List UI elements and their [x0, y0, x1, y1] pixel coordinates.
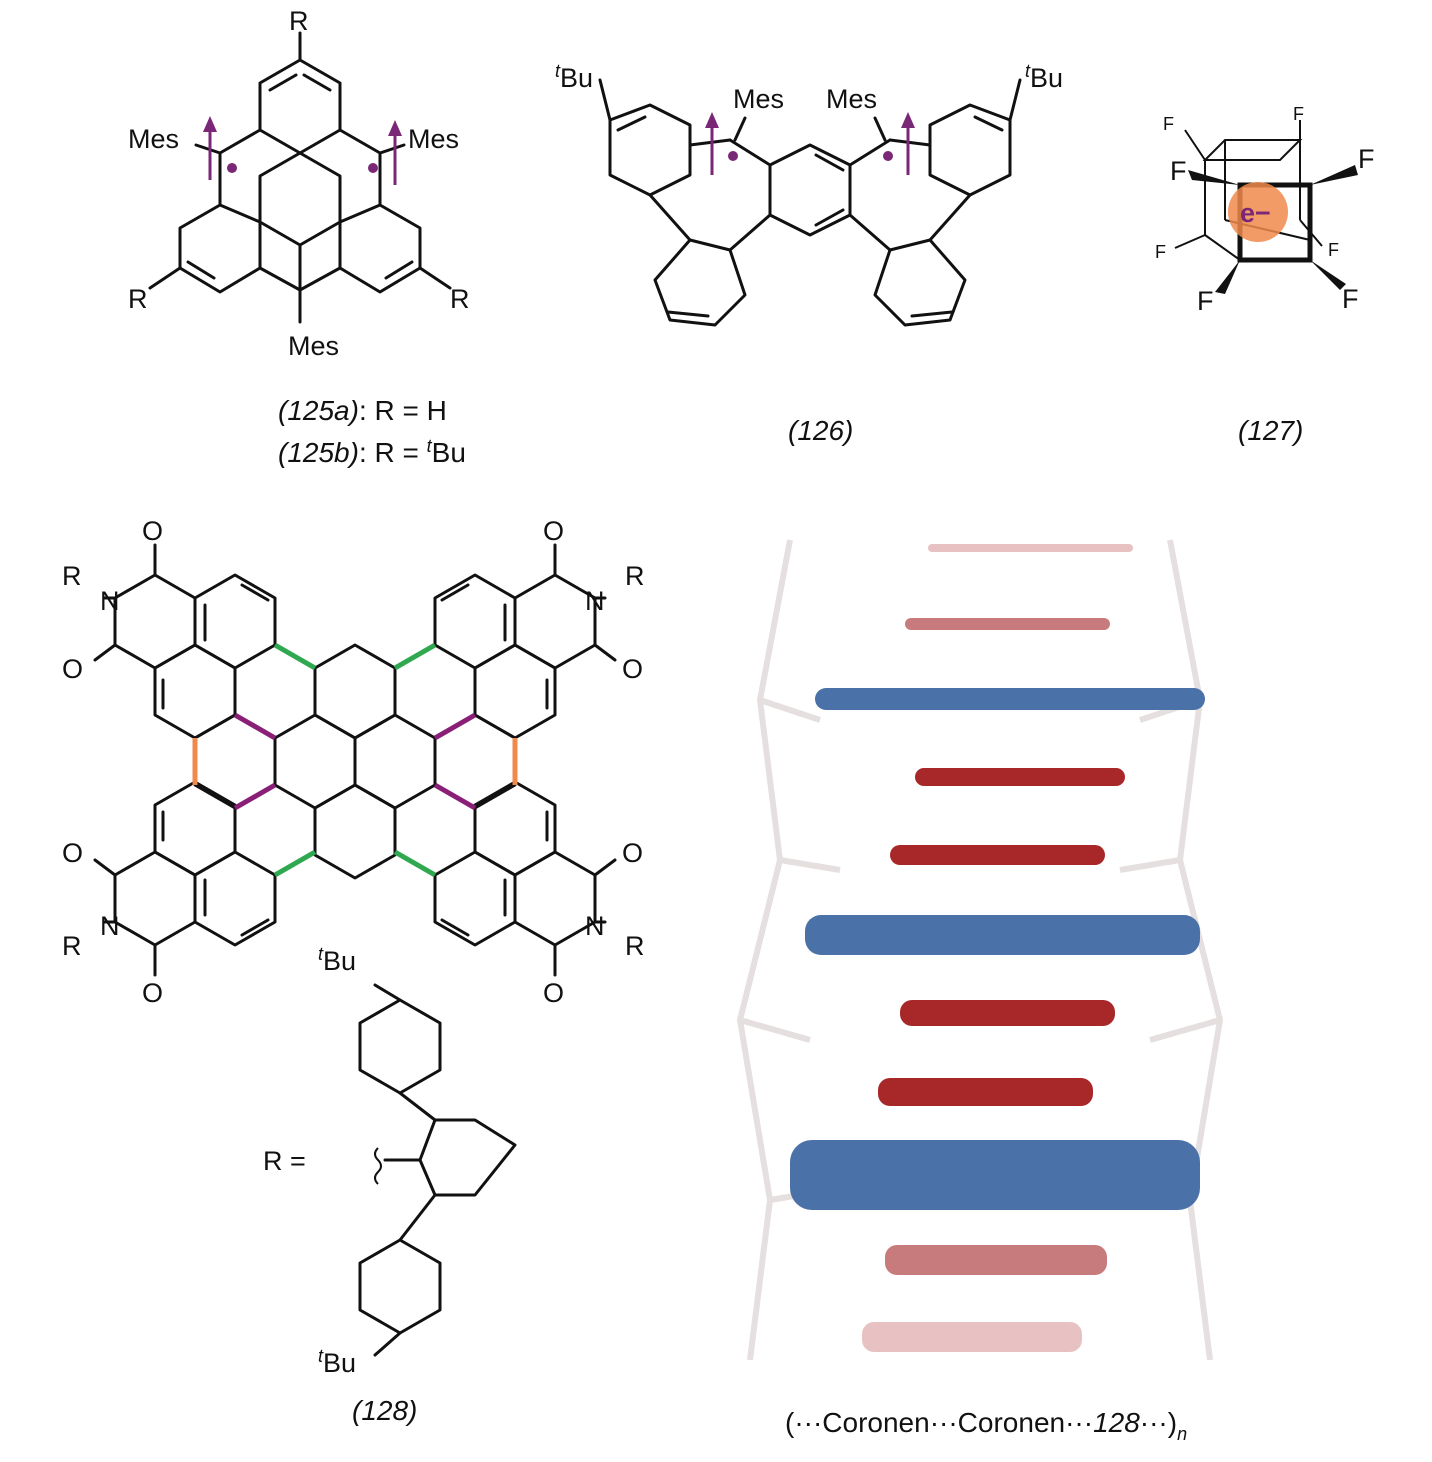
f-label-7: F — [1197, 286, 1214, 316]
n-label-1: N — [100, 586, 120, 616]
r-top-label: R — [289, 6, 309, 36]
r-definition-label: R = — [263, 1146, 306, 1176]
r-right-label: R — [450, 284, 470, 314]
n-label-4: N — [585, 911, 605, 941]
stack-caption: (···Coronen···Coronen···128···)n — [785, 1407, 1187, 1444]
caption-128: (128) — [352, 1395, 417, 1426]
compound-128: O O O O O O O O N N N N R R R R R = tBu … — [62, 516, 645, 1426]
caption-127: (127) — [1238, 415, 1303, 446]
tbu-top-label: tBu — [318, 944, 356, 976]
mes-left-126-label: Mes — [733, 84, 784, 114]
compound-125: R Mes Mes R R Mes (125a): R = H (125b): … — [128, 6, 470, 468]
f-label-8: F — [1342, 284, 1359, 314]
mes-left-label: Mes — [128, 124, 179, 154]
electron-label: e− — [1240, 198, 1271, 228]
f-label-5: F — [1155, 242, 1166, 262]
f-label-2: F — [1293, 104, 1304, 124]
caption-125a: (125a): R = H — [278, 395, 447, 426]
n-label-2: N — [585, 586, 605, 616]
tbu-right-label: tBu — [1025, 61, 1063, 93]
r-label-4: R — [625, 931, 645, 961]
tbu-left-label: tBu — [555, 61, 593, 93]
r-label-1: R — [62, 561, 82, 591]
o-label-5: O — [62, 838, 83, 868]
o-label-1: O — [142, 516, 163, 546]
r-label-2: R — [625, 561, 645, 591]
f-label-1: F — [1163, 114, 1174, 134]
compound-126: tBu tBu Mes Mes (126) — [555, 61, 1063, 446]
o-label-7: O — [142, 978, 163, 1008]
o-label-8: O — [543, 978, 564, 1008]
r-label-3: R — [62, 931, 82, 961]
o-label-2: O — [543, 516, 564, 546]
electron-sphere — [1228, 182, 1288, 242]
f-label-6: F — [1328, 240, 1339, 260]
f-label-3: F — [1170, 156, 1187, 186]
mes-right-label: Mes — [408, 124, 459, 154]
mes-bottom-label: Mes — [288, 331, 339, 361]
mes-right-126-label: Mes — [826, 84, 877, 114]
o-label-3: O — [62, 654, 83, 684]
f-label-4: F — [1358, 144, 1375, 174]
compound-127: e− F F F F F F F F (127) — [1155, 104, 1375, 446]
o-label-6: O — [622, 838, 643, 868]
r-left-label: R — [128, 284, 148, 314]
coronene-stack-rendering: (···Coronen···Coronen···128···)n — [736, 539, 1224, 1444]
caption-126: (126) — [788, 415, 853, 446]
tbu-bottom-label: tBu — [318, 1346, 356, 1378]
o-label-4: O — [622, 654, 643, 684]
caption-125b: (125b): R = tBu — [278, 436, 466, 468]
n-label-3: N — [100, 911, 120, 941]
